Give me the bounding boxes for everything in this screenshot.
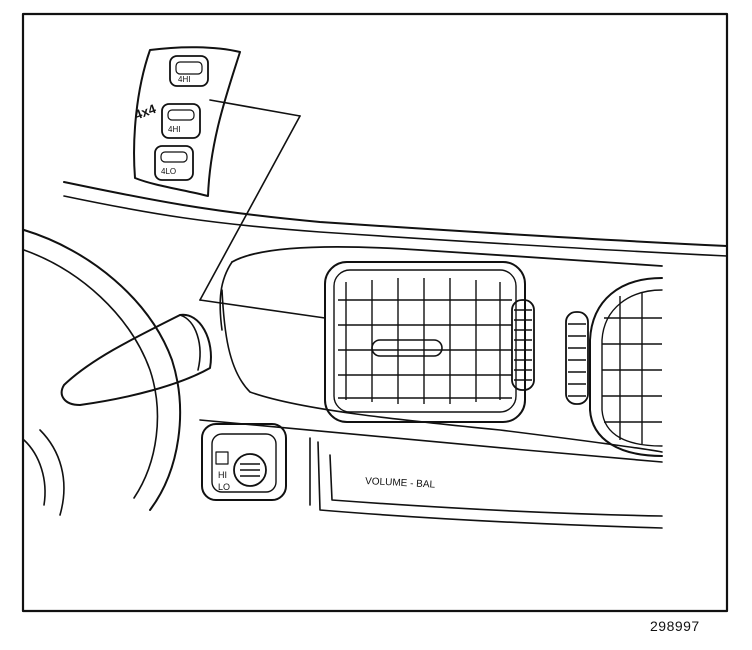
switch-button-4lo: 4LO [154,145,194,181]
turn-signal-lever [60,313,212,406]
switch-button-4hi: 4HI [161,103,201,139]
switch-button-upper: 4HI [169,55,209,87]
right-vent-thumbwheel [565,311,589,405]
four-by-four-logo: 4x4 [132,101,158,123]
volume-balance-label: VOLUME - BAL [365,476,436,491]
center-air-vent [324,261,535,423]
four-wheel-drive-switch-panel: 4HI 4HI 4LO 4x4 [132,46,241,197]
4lo-button-label: 4LO [161,167,176,176]
upper-button-label: 4HI [178,75,190,84]
figure-number: 298997 [650,618,700,634]
4hi-button-label: 4HI [168,125,180,134]
lo-label: LO [218,482,230,492]
vent-thumbwheel [511,299,535,391]
right-air-vent [565,277,663,457]
instrument-panel-outline [23,181,728,529]
lower-switch-cluster: HI LO [201,423,287,501]
figure-frame [21,12,729,613]
vent-louver-tab [371,339,443,357]
callout-lines [199,99,326,319]
hi-label: HI [218,470,227,480]
